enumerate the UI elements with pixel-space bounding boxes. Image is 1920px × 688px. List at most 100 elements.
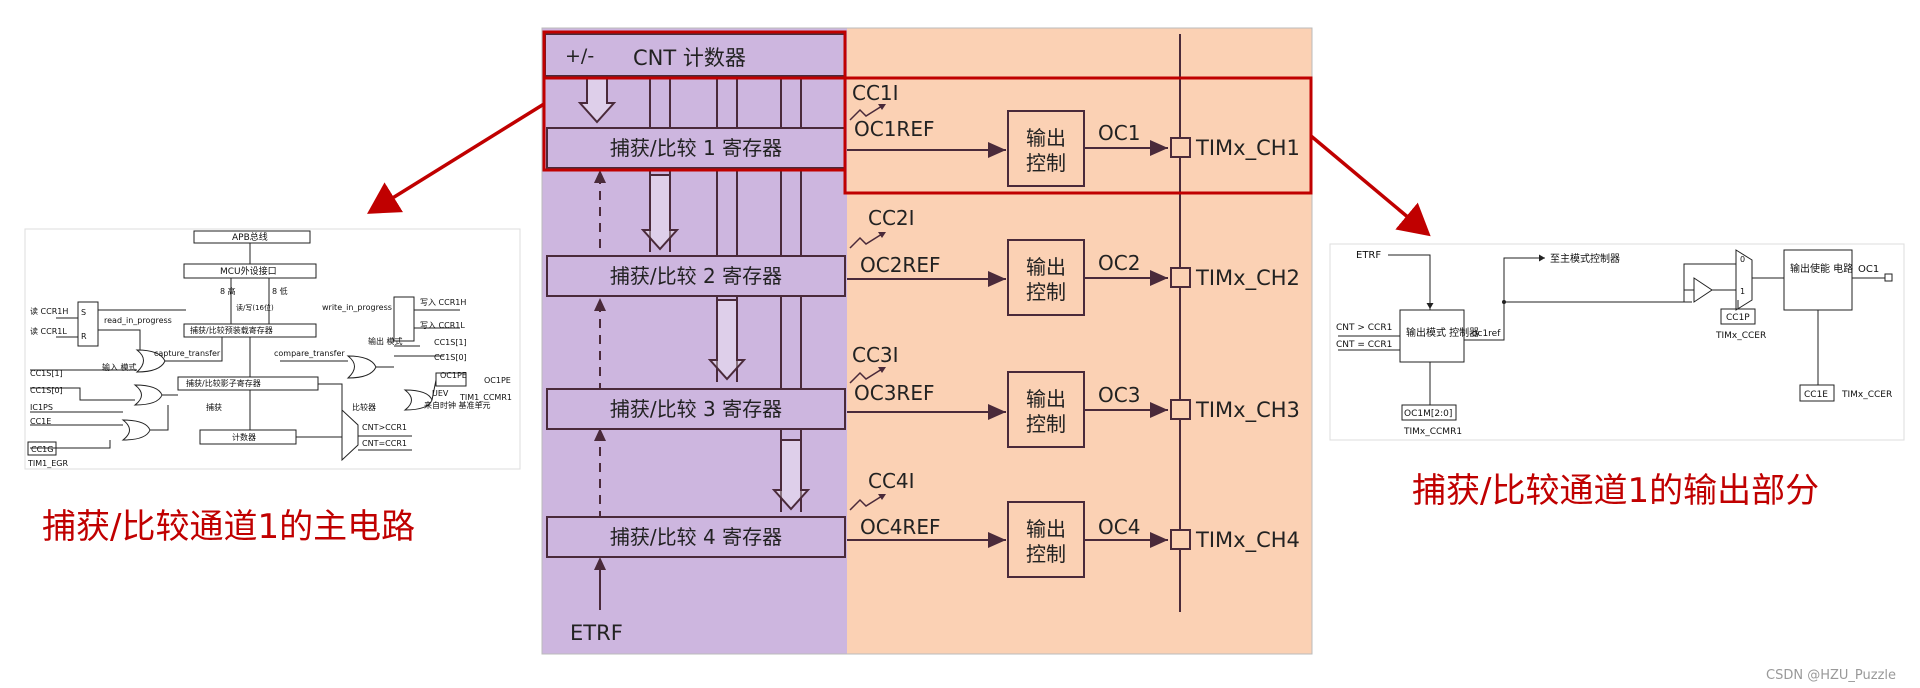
channel-4: 捕获/比较 4 寄存器 CC4I OC4REF 输出 控制 OC4 TIMx_C… — [546, 469, 1300, 578]
cc1p-label: CC1P — [1726, 313, 1750, 323]
pointer-arrow-left — [367, 102, 545, 214]
oc-ref: OC1REF — [854, 117, 934, 141]
cc-register-label: 捕获/比较 1 寄存器 — [610, 136, 782, 160]
write-in-progress-label: write_in_progress — [322, 303, 392, 312]
tim1-egr-label: TIM1_EGR — [27, 459, 68, 468]
oc1pe-label: OC1PE — [440, 371, 467, 380]
oc-ref: OC4REF — [860, 515, 940, 539]
oc1-label: OC1 — [1858, 264, 1879, 275]
cc-register-label: 捕获/比较 2 寄存器 — [610, 264, 782, 288]
read-ccr1l-label: 读 CCR1L — [30, 326, 67, 336]
output-control-box — [1007, 371, 1085, 448]
latch-s-label: S — [81, 308, 86, 317]
mcu-interface-label: MCU外设接口 — [220, 265, 277, 277]
cnt-counter-box — [544, 33, 846, 77]
output-control-line1: 输出 — [1026, 126, 1066, 150]
oc-output: OC4 — [1098, 515, 1140, 539]
channel-2: 捕获/比较 2 寄存器 CC2I OC2REF 输出 控制 OC2 TIMx_C… — [546, 206, 1300, 316]
mux-0-label: 0 — [1740, 255, 1745, 264]
cc-flag: CC2I — [868, 206, 915, 230]
cc1e-label: CC1E — [30, 417, 51, 426]
high-byte-label: 8 高 — [220, 286, 236, 296]
etrf-label: ETRF — [1356, 250, 1381, 261]
ccmr1-label: TIMx_CCMR1 — [1403, 427, 1462, 437]
output-mode-label: 输出 模式 — [368, 336, 403, 346]
left-caption: 捕获/比较通道1的主电路 — [42, 507, 415, 547]
oc-ref: OC3REF — [854, 381, 934, 405]
pin-square — [1170, 267, 1191, 288]
etrf-label: ETRF — [570, 621, 623, 645]
pin-label: TIMx_CH3 — [1195, 398, 1300, 423]
oc1m-label: OC1M[2:0] — [1404, 409, 1452, 419]
oc-ref: OC2REF — [860, 253, 940, 277]
cc-register-2 — [546, 255, 846, 297]
hollow-arrows — [577, 77, 811, 511]
cc-flag: CC3I — [852, 343, 899, 367]
cc-register-1 — [546, 127, 846, 169]
read-write-label: 读/写(16位) — [236, 303, 274, 312]
write-ccr1l-label: 写入 CCR1L — [420, 321, 465, 330]
pin-label: TIMx_CH4 — [1195, 528, 1300, 553]
cnt-eq-label: CNT = CCR1 — [1336, 340, 1392, 350]
channel-3: 捕获/比较 3 寄存器 CC3I OC3REF 输出 控制 OC3 TIMx_C… — [546, 343, 1300, 448]
low-byte-label: 8 低 — [272, 286, 288, 296]
right-caption: 捕获/比较通道1的输出部分 — [1412, 471, 1819, 511]
pin-square — [1170, 399, 1191, 420]
output-control-line1: 输出 — [1026, 387, 1066, 411]
output-control-line2: 控制 — [1026, 280, 1066, 304]
apb-bus-label: APB总线 — [232, 231, 268, 243]
watermark: CSDN @HZU_Puzzle — [1766, 668, 1896, 683]
oc-output: OC2 — [1098, 251, 1140, 275]
capture-transfer-label: capture_transfer — [154, 349, 221, 358]
output-control-line1: 输出 — [1026, 255, 1066, 279]
left-inset: APB总线 MCU外设接口 8 高 8 低 读/写(16位) 读 CCR1H 读… — [24, 228, 521, 470]
counter-label: 计数器 — [232, 432, 256, 442]
right-inset: ETRF 至主模式控制器 CNT > CCR1 CNT = CCR1 输出模式 … — [1329, 243, 1905, 441]
comparator-label: 比较器 — [352, 402, 376, 412]
output-control-line2: 控制 — [1026, 412, 1066, 436]
output-control-box — [1007, 501, 1085, 578]
ccer-label-1: TIMx_CCER — [1715, 331, 1766, 341]
compare-transfer-label: compare_transfer — [274, 349, 345, 358]
capture-label: 捕获 — [206, 402, 222, 412]
write-ccr1h-label: 写入 CCR1H — [420, 298, 466, 307]
pin-square — [1170, 137, 1191, 158]
output-control-box — [1007, 239, 1085, 316]
mux-1-label: 1 — [1740, 287, 1745, 296]
oc-output: OC1 — [1098, 121, 1140, 145]
cc-register-label: 捕获/比较 4 寄存器 — [610, 525, 782, 549]
input-mode-label: 输入 模式 — [102, 362, 137, 372]
cc-register-4 — [546, 516, 846, 558]
output-control-line1: 输出 — [1026, 517, 1066, 541]
cnt-label: CNT 计数器 — [633, 46, 746, 70]
cc1e-label: CC1E — [1804, 390, 1828, 400]
output-enable-label: 输出使能 电路 — [1790, 262, 1853, 275]
oc1ref-label: oc1ref — [1472, 329, 1501, 339]
shadow-register-label: 捕获/比较影子寄存器 — [186, 378, 261, 388]
pin-square — [1170, 529, 1191, 550]
cc1s1-label: CC1S[1] — [30, 369, 63, 378]
oc1pe-box-label: OC1PE — [484, 376, 511, 385]
cc1s1-right-label: CC1S[1] — [434, 338, 467, 347]
pin-label: TIMx_CH1 — [1195, 136, 1300, 161]
cnt-gt-label: CNT>CCR1 — [362, 423, 407, 432]
to-master-label: 至主模式控制器 — [1550, 252, 1620, 265]
uev-label: UEV — [432, 389, 449, 398]
tim1-ccmr1-label: TIM1_CCMR1 — [459, 393, 512, 402]
output-mode-ctrl-label: 输出模式 控制器 — [1406, 326, 1479, 339]
highlight-output-part — [843, 76, 1313, 195]
oc-output: OC3 — [1098, 383, 1140, 407]
cnt-gt-label: CNT > CCR1 — [1336, 323, 1392, 333]
ic1ps-label: IC1PS — [30, 403, 53, 412]
cc1s0-right-label: CC1S[0] — [434, 353, 467, 362]
cc1g-label: CC1G — [31, 445, 53, 454]
preload-register-label: 捕获/比较预装载寄存器 — [190, 325, 273, 335]
channel-1: 捕获/比较 1 寄存器 CC1I OC1REF 输出 控制 OC1 TIMx_C… — [546, 81, 1300, 187]
cc-flag: CC1I — [852, 81, 899, 105]
pointer-arrow-right — [1309, 134, 1431, 237]
latch-r-label: R — [81, 332, 87, 341]
cc1s0-label: CC1S[0] — [30, 386, 63, 395]
output-control-line2: 控制 — [1026, 542, 1066, 566]
center-diagram: +/- CNT 计数器 ETRF 捕获/比较 1 寄存器 C — [541, 27, 1313, 655]
cc-flag: CC4I — [868, 469, 915, 493]
